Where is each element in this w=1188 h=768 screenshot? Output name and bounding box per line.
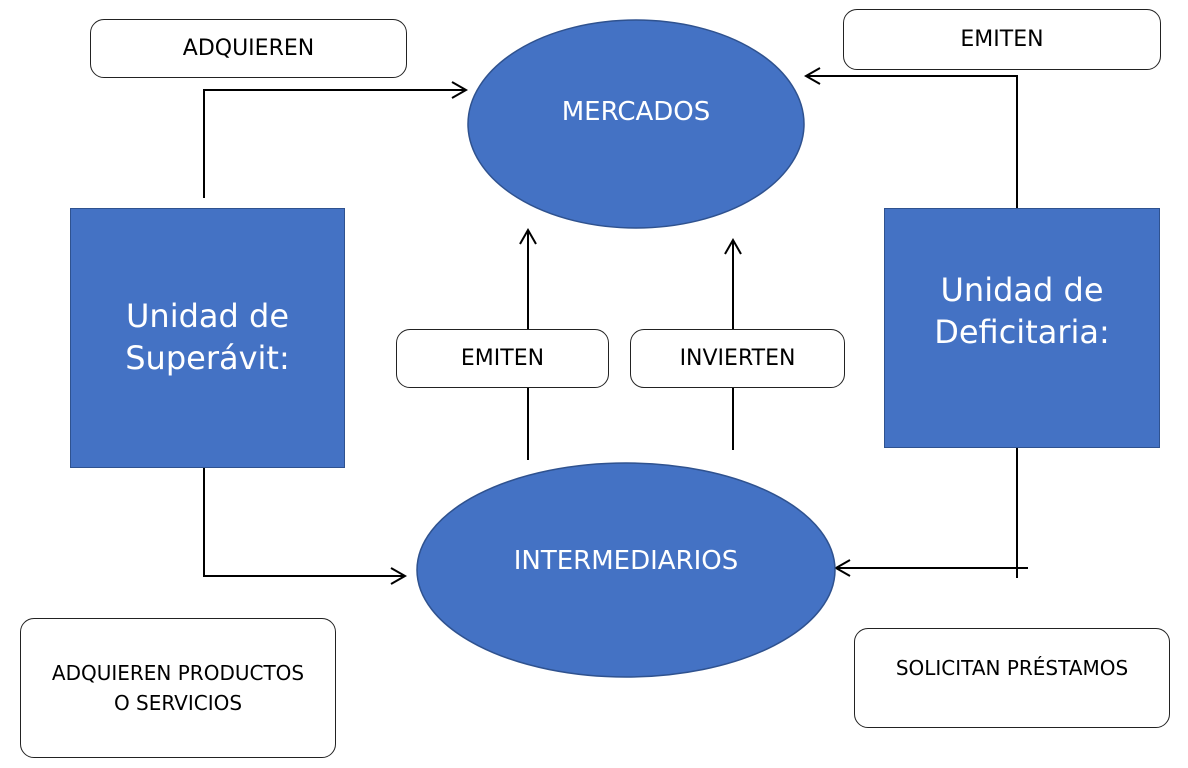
invierten-label-box: INVIERTEN (630, 329, 845, 388)
emiten-mid-label-box: EMITEN (396, 329, 609, 388)
superavit-label-line2: Superávit: (125, 339, 290, 377)
invierten-label: INVIERTEN (679, 346, 796, 371)
arrowhead-intermediarios-right (833, 559, 851, 577)
mercados-oval (467, 19, 805, 229)
solicitan-label-box: SOLICITAN PRÉSTAMOS (854, 628, 1170, 728)
mercados-node: MERCADOS (468, 20, 804, 204)
adquieren-productos-line1: ADQUIEREN PRODUCTOS (51, 661, 305, 685)
arrowhead-mercados-right (803, 67, 821, 85)
solicitan-label: SOLICITAN PRÉSTAMOS (895, 656, 1129, 680)
arrowhead-invierten-up (724, 237, 742, 255)
mercados-label: MERCADOS (561, 97, 711, 127)
connector-superavit-to-intermediarios (203, 468, 405, 577)
intermediarios-label: INTERMEDIARIOS (513, 546, 739, 576)
superavit-label-line1: Unidad de (126, 297, 289, 336)
adquieren-label: ADQUIEREN (182, 36, 315, 61)
intermediarios-oval (416, 462, 836, 678)
emiten-top-label-box: EMITEN (843, 9, 1161, 70)
superavit-node: Unidad de Superávit: (70, 208, 345, 468)
connector-superavit-to-mercados (203, 89, 466, 198)
arrowhead-intermediarios-left (390, 567, 408, 585)
arrowhead-emiten-up (519, 227, 537, 245)
emiten-top-label: EMITEN (960, 27, 1044, 52)
deficitaria-label-line2: Deficitaria: (934, 313, 1110, 351)
adquieren-productos-line2: O SERVICIOS (113, 691, 243, 715)
connector-deficitaria-to-mercados (806, 75, 1018, 208)
deficitaria-node: Unidad de Deficitaria: (884, 208, 1160, 448)
deficitaria-label-line1: Unidad de (940, 271, 1104, 310)
arrowhead-mercados-left (451, 81, 469, 99)
intermediarios-node: INTERMEDIARIOS (417, 464, 835, 658)
adquieren-productos-label-box: ADQUIEREN PRODUCTOS O SERVICIOS (20, 618, 336, 758)
emiten-mid-label: EMITEN (460, 346, 545, 371)
adquieren-label-box: ADQUIEREN (90, 19, 407, 78)
